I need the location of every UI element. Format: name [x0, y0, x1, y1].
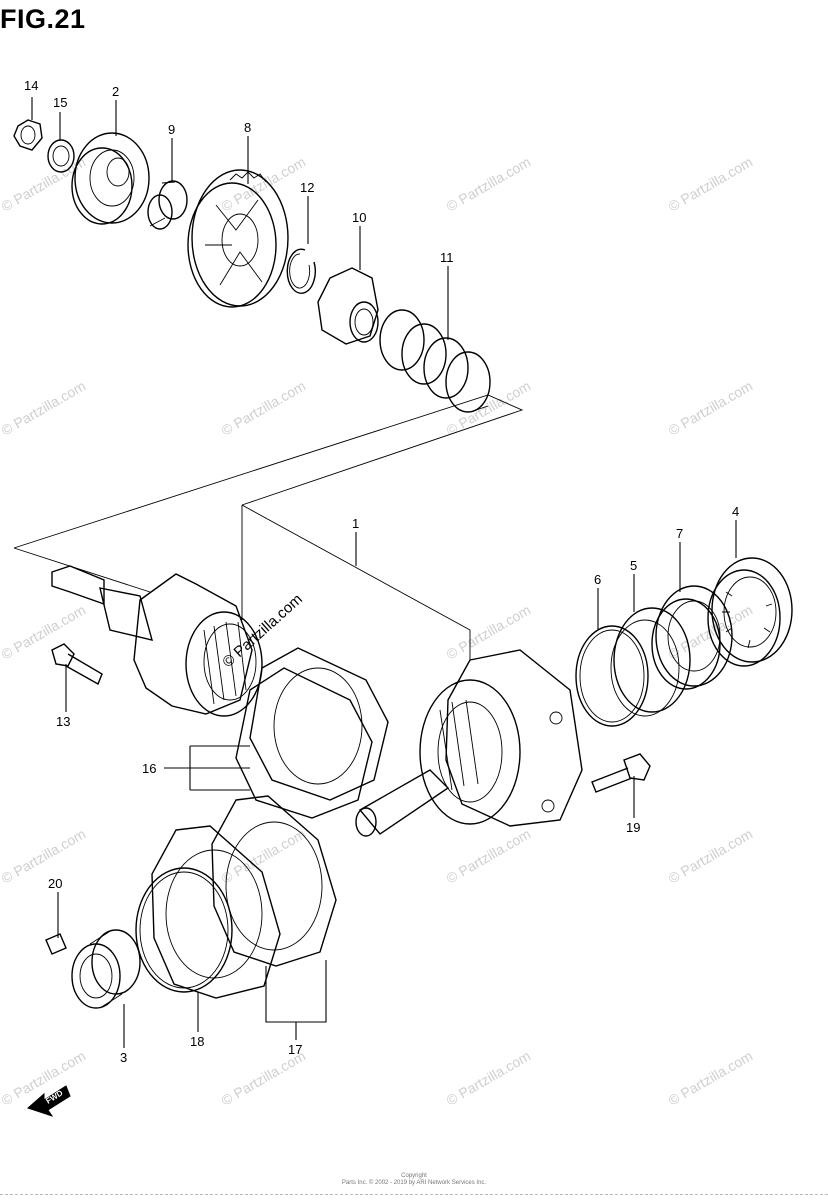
callout-18: 18	[190, 1034, 204, 1049]
center-watermark: © Partzilla.com	[219, 591, 305, 671]
part-11-spring	[379, 309, 491, 413]
watermark: © Partzilla.com	[444, 826, 534, 887]
callout-4: 4	[732, 504, 739, 519]
callout-16: 16	[142, 761, 156, 776]
part-7-oil-seal	[651, 585, 733, 690]
fwd-arrow-icon: FWD	[27, 1085, 71, 1117]
callout-14: 14	[24, 78, 38, 93]
callout-leaders	[31, 97, 737, 1048]
watermark: © Partzilla.com	[444, 1048, 534, 1109]
callout-20: 20	[48, 876, 62, 891]
watermark: © Partzilla.com	[666, 154, 756, 215]
assembly-outline	[13, 394, 524, 660]
callout-19: 19	[626, 820, 640, 835]
callout-labels: 14 15 2 9 8 12 10 11 1 4 7 5 6 13 16 19 …	[24, 78, 739, 1065]
part-15-washer	[47, 139, 75, 173]
part-17-gasket	[151, 795, 337, 999]
footer-notice: Parts Inc. © 2002 - 2019 by ARI Network …	[341, 1180, 487, 1186]
watermark: © Partzilla.com	[666, 602, 756, 663]
part-19-bolt	[591, 753, 651, 793]
watermark: © Partzilla.com	[0, 378, 88, 439]
part-6-o-ring	[575, 625, 649, 727]
figure-title: FIG.21	[0, 4, 86, 34]
callout-11: 11	[440, 250, 454, 265]
part-9-spacer	[147, 180, 188, 230]
part-13-bolt	[51, 643, 103, 686]
watermark: © Partzilla.com	[666, 826, 756, 887]
callout-10: 10	[352, 210, 366, 225]
callout-3: 3	[120, 1050, 127, 1065]
callout-12: 12	[300, 180, 314, 195]
part-20-dowel-pin	[45, 933, 67, 955]
callout-1: 1	[352, 516, 359, 531]
watermark: © Partzilla.com	[666, 1048, 756, 1109]
part-18-o-ring	[135, 867, 233, 993]
callout-13: 13	[56, 714, 70, 729]
part-5-ring	[610, 607, 691, 717]
watermark: © Partzilla.com	[666, 378, 756, 439]
part-1-gear-housing	[355, 649, 583, 837]
part-14-nut	[13, 119, 43, 151]
part-16-gasket	[235, 647, 389, 819]
part-8-bevel-gear	[187, 169, 289, 308]
part-4-lock-nut	[707, 557, 793, 667]
callout-8: 8	[244, 120, 251, 135]
part-3-needle-bearing	[71, 929, 141, 1009]
part-12-circlip	[286, 248, 316, 294]
part-1-output-shaft	[51, 565, 263, 717]
watermark: © Partzilla.com	[444, 602, 534, 663]
callout-2: 2	[112, 84, 119, 99]
watermark: © Partzilla.com	[0, 602, 88, 663]
watermark: © Partzilla.com	[219, 378, 309, 439]
callout-5: 5	[630, 558, 637, 573]
watermark: © Partzilla.com	[219, 154, 309, 215]
watermark: © Partzilla.com	[444, 154, 534, 215]
callout-7: 7	[676, 526, 683, 541]
callout-15: 15	[53, 95, 67, 110]
part-2-bearing	[71, 132, 150, 225]
part-10-cam	[317, 267, 379, 345]
watermark: © Partzilla.com	[0, 826, 88, 887]
footer-divider	[0, 1194, 828, 1195]
callout-6: 6	[594, 572, 601, 587]
callout-17: 17	[288, 1042, 302, 1057]
footer-copyright: Copyright	[401, 1173, 427, 1179]
callout-9: 9	[168, 122, 175, 137]
